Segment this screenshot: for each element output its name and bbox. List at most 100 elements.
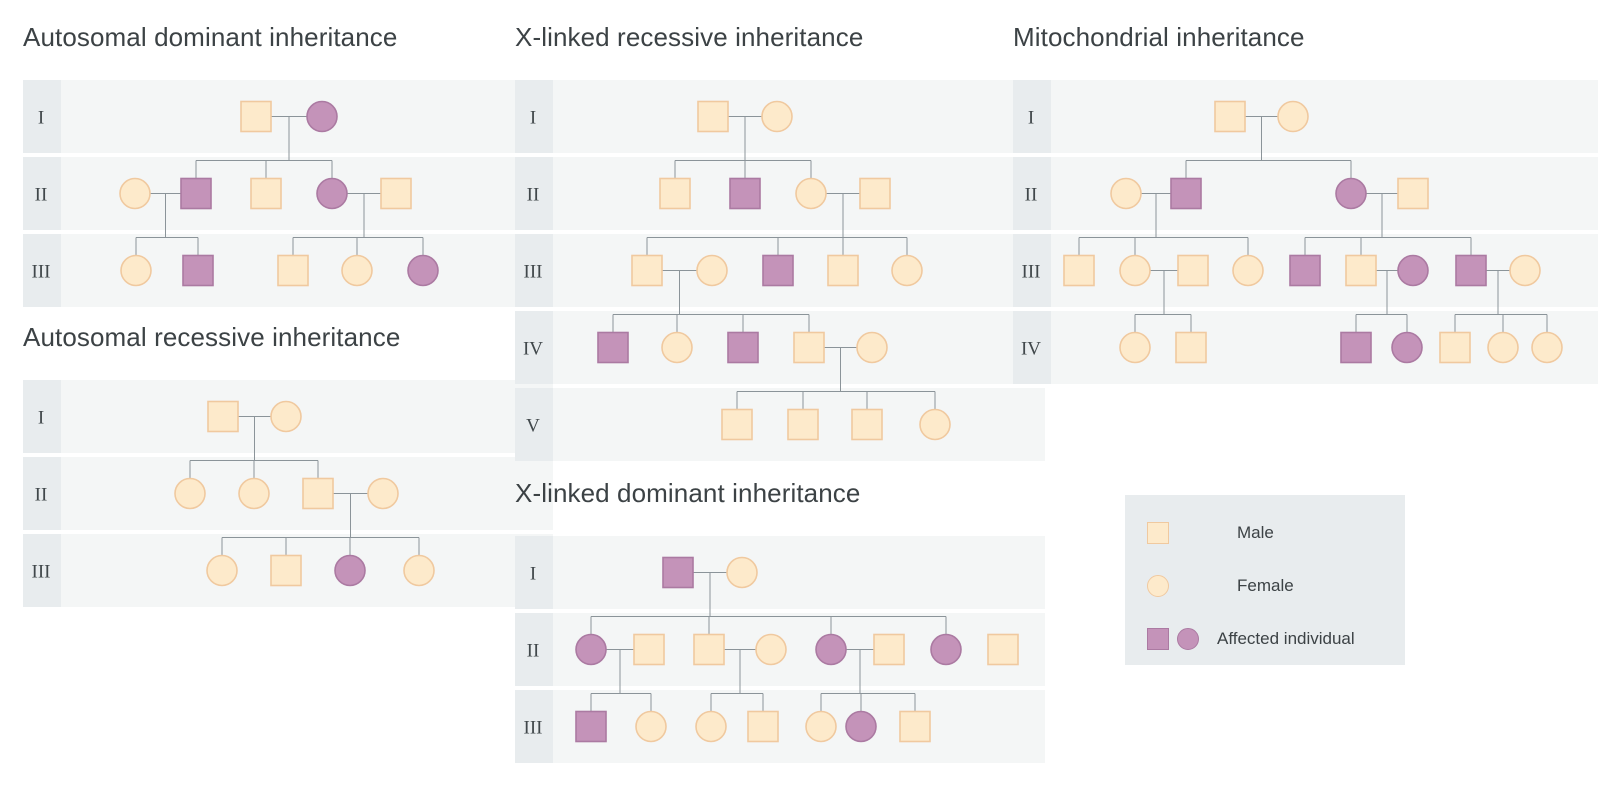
individual-female-unaffected[interactable] xyxy=(367,477,399,510)
individual-male-affected[interactable] xyxy=(762,254,794,287)
individual-male-unaffected[interactable] xyxy=(899,710,931,743)
individual-male-affected[interactable] xyxy=(575,710,607,743)
individual-male-unaffected[interactable] xyxy=(859,177,891,210)
individual-female-unaffected[interactable] xyxy=(696,254,728,287)
individual-female-unaffected[interactable] xyxy=(238,477,270,510)
generation-label: IV xyxy=(523,339,543,360)
individual-male-unaffected[interactable] xyxy=(1439,331,1471,364)
individual-male-unaffected[interactable] xyxy=(1345,254,1377,287)
individual-female-affected[interactable] xyxy=(845,710,877,743)
individual-female-unaffected[interactable] xyxy=(755,633,787,666)
individual-male-affected[interactable] xyxy=(729,177,761,210)
individual-male-affected[interactable] xyxy=(182,254,214,287)
individual-female-unaffected[interactable] xyxy=(341,254,373,287)
generation-label-cell xyxy=(1013,157,1051,230)
individual-male-affected[interactable] xyxy=(1170,177,1202,210)
individual-female-unaffected[interactable] xyxy=(1509,254,1541,287)
legend-label: Affected individual xyxy=(1217,629,1355,648)
individual-male-affected[interactable] xyxy=(1340,331,1372,364)
generation-label-cell xyxy=(515,536,553,609)
legend-swatch-group xyxy=(1147,575,1209,597)
individual-male-unaffected[interactable] xyxy=(721,408,753,441)
individual-male-unaffected[interactable] xyxy=(631,254,663,287)
generation-band xyxy=(23,457,553,530)
individual-male-unaffected[interactable] xyxy=(250,177,282,210)
individual-male-unaffected[interactable] xyxy=(277,254,309,287)
individual-female-affected[interactable] xyxy=(930,633,962,666)
individual-male-unaffected[interactable] xyxy=(1214,100,1246,133)
individual-female-unaffected[interactable] xyxy=(403,554,435,587)
legend-swatch-group xyxy=(1147,628,1209,650)
individual-female-unaffected[interactable] xyxy=(1119,254,1151,287)
individual-female-unaffected[interactable] xyxy=(1119,331,1151,364)
individual-female-affected[interactable] xyxy=(334,554,366,587)
individual-female-unaffected[interactable] xyxy=(795,177,827,210)
individual-female-unaffected[interactable] xyxy=(1531,331,1563,364)
individual-male-unaffected[interactable] xyxy=(787,408,819,441)
individual-male-unaffected[interactable] xyxy=(873,633,905,666)
generation-label-cell xyxy=(515,388,553,461)
individual-female-unaffected[interactable] xyxy=(661,331,693,364)
individual-male-unaffected[interactable] xyxy=(207,400,239,433)
individual-male-unaffected[interactable] xyxy=(240,100,272,133)
legend-square-icon xyxy=(1147,522,1169,544)
individual-female-affected[interactable] xyxy=(306,100,338,133)
individual-male-unaffected[interactable] xyxy=(633,633,665,666)
individual-female-unaffected[interactable] xyxy=(1277,100,1309,133)
individual-female-unaffected[interactable] xyxy=(805,710,837,743)
individual-female-unaffected[interactable] xyxy=(174,477,206,510)
individual-male-unaffected[interactable] xyxy=(747,710,779,743)
individual-male-unaffected[interactable] xyxy=(270,554,302,587)
individual-male-unaffected[interactable] xyxy=(1063,254,1095,287)
individual-female-unaffected[interactable] xyxy=(919,408,951,441)
individual-female-affected[interactable] xyxy=(316,177,348,210)
individual-male-affected[interactable] xyxy=(180,177,212,210)
individual-male-unaffected[interactable] xyxy=(659,177,691,210)
legend-label: Female xyxy=(1237,576,1294,595)
individual-female-unaffected[interactable] xyxy=(761,100,793,133)
individual-female-unaffected[interactable] xyxy=(119,177,151,210)
individual-male-unaffected[interactable] xyxy=(851,408,883,441)
individual-female-affected[interactable] xyxy=(407,254,439,287)
individual-female-unaffected[interactable] xyxy=(891,254,923,287)
individual-female-unaffected[interactable] xyxy=(120,254,152,287)
individual-male-unaffected[interactable] xyxy=(793,331,825,364)
generation-band xyxy=(1013,157,1598,230)
individual-female-affected[interactable] xyxy=(1397,254,1429,287)
individual-female-unaffected[interactable] xyxy=(270,400,302,433)
legend-item: Female xyxy=(1147,575,1294,597)
individual-female-unaffected[interactable] xyxy=(1232,254,1264,287)
panel-title-mitochondrial: Mitochondrial inheritance xyxy=(1013,22,1305,52)
generation-label-cell xyxy=(1013,234,1051,307)
individual-male-affected[interactable] xyxy=(1289,254,1321,287)
individual-male-unaffected[interactable] xyxy=(1175,331,1207,364)
individual-female-unaffected[interactable] xyxy=(1487,331,1519,364)
individual-male-affected[interactable] xyxy=(662,556,694,589)
individual-male-affected[interactable] xyxy=(727,331,759,364)
individual-male-unaffected[interactable] xyxy=(1177,254,1209,287)
individual-female-affected[interactable] xyxy=(575,633,607,666)
individual-male-affected[interactable] xyxy=(1455,254,1487,287)
individual-female-unaffected[interactable] xyxy=(695,710,727,743)
individual-female-affected[interactable] xyxy=(1335,177,1367,210)
panel-title-autosomal-recessive: Autosomal recessive inheritance xyxy=(23,322,401,352)
individual-female-unaffected[interactable] xyxy=(726,556,758,589)
individual-female-unaffected[interactable] xyxy=(1110,177,1142,210)
individual-male-affected[interactable] xyxy=(597,331,629,364)
individual-male-unaffected[interactable] xyxy=(827,254,859,287)
individual-female-affected[interactable] xyxy=(1391,331,1423,364)
individual-male-unaffected[interactable] xyxy=(697,100,729,133)
generation-band xyxy=(515,157,1045,230)
individual-male-unaffected[interactable] xyxy=(302,477,334,510)
individual-female-unaffected[interactable] xyxy=(206,554,238,587)
individual-female-unaffected[interactable] xyxy=(635,710,667,743)
individual-male-unaffected[interactable] xyxy=(693,633,725,666)
individual-male-unaffected[interactable] xyxy=(380,177,412,210)
individual-male-unaffected[interactable] xyxy=(987,633,1019,666)
individual-male-unaffected[interactable] xyxy=(1397,177,1429,210)
individual-female-unaffected[interactable] xyxy=(856,331,888,364)
generation-label-cell xyxy=(23,380,61,453)
individual-female-affected[interactable] xyxy=(815,633,847,666)
